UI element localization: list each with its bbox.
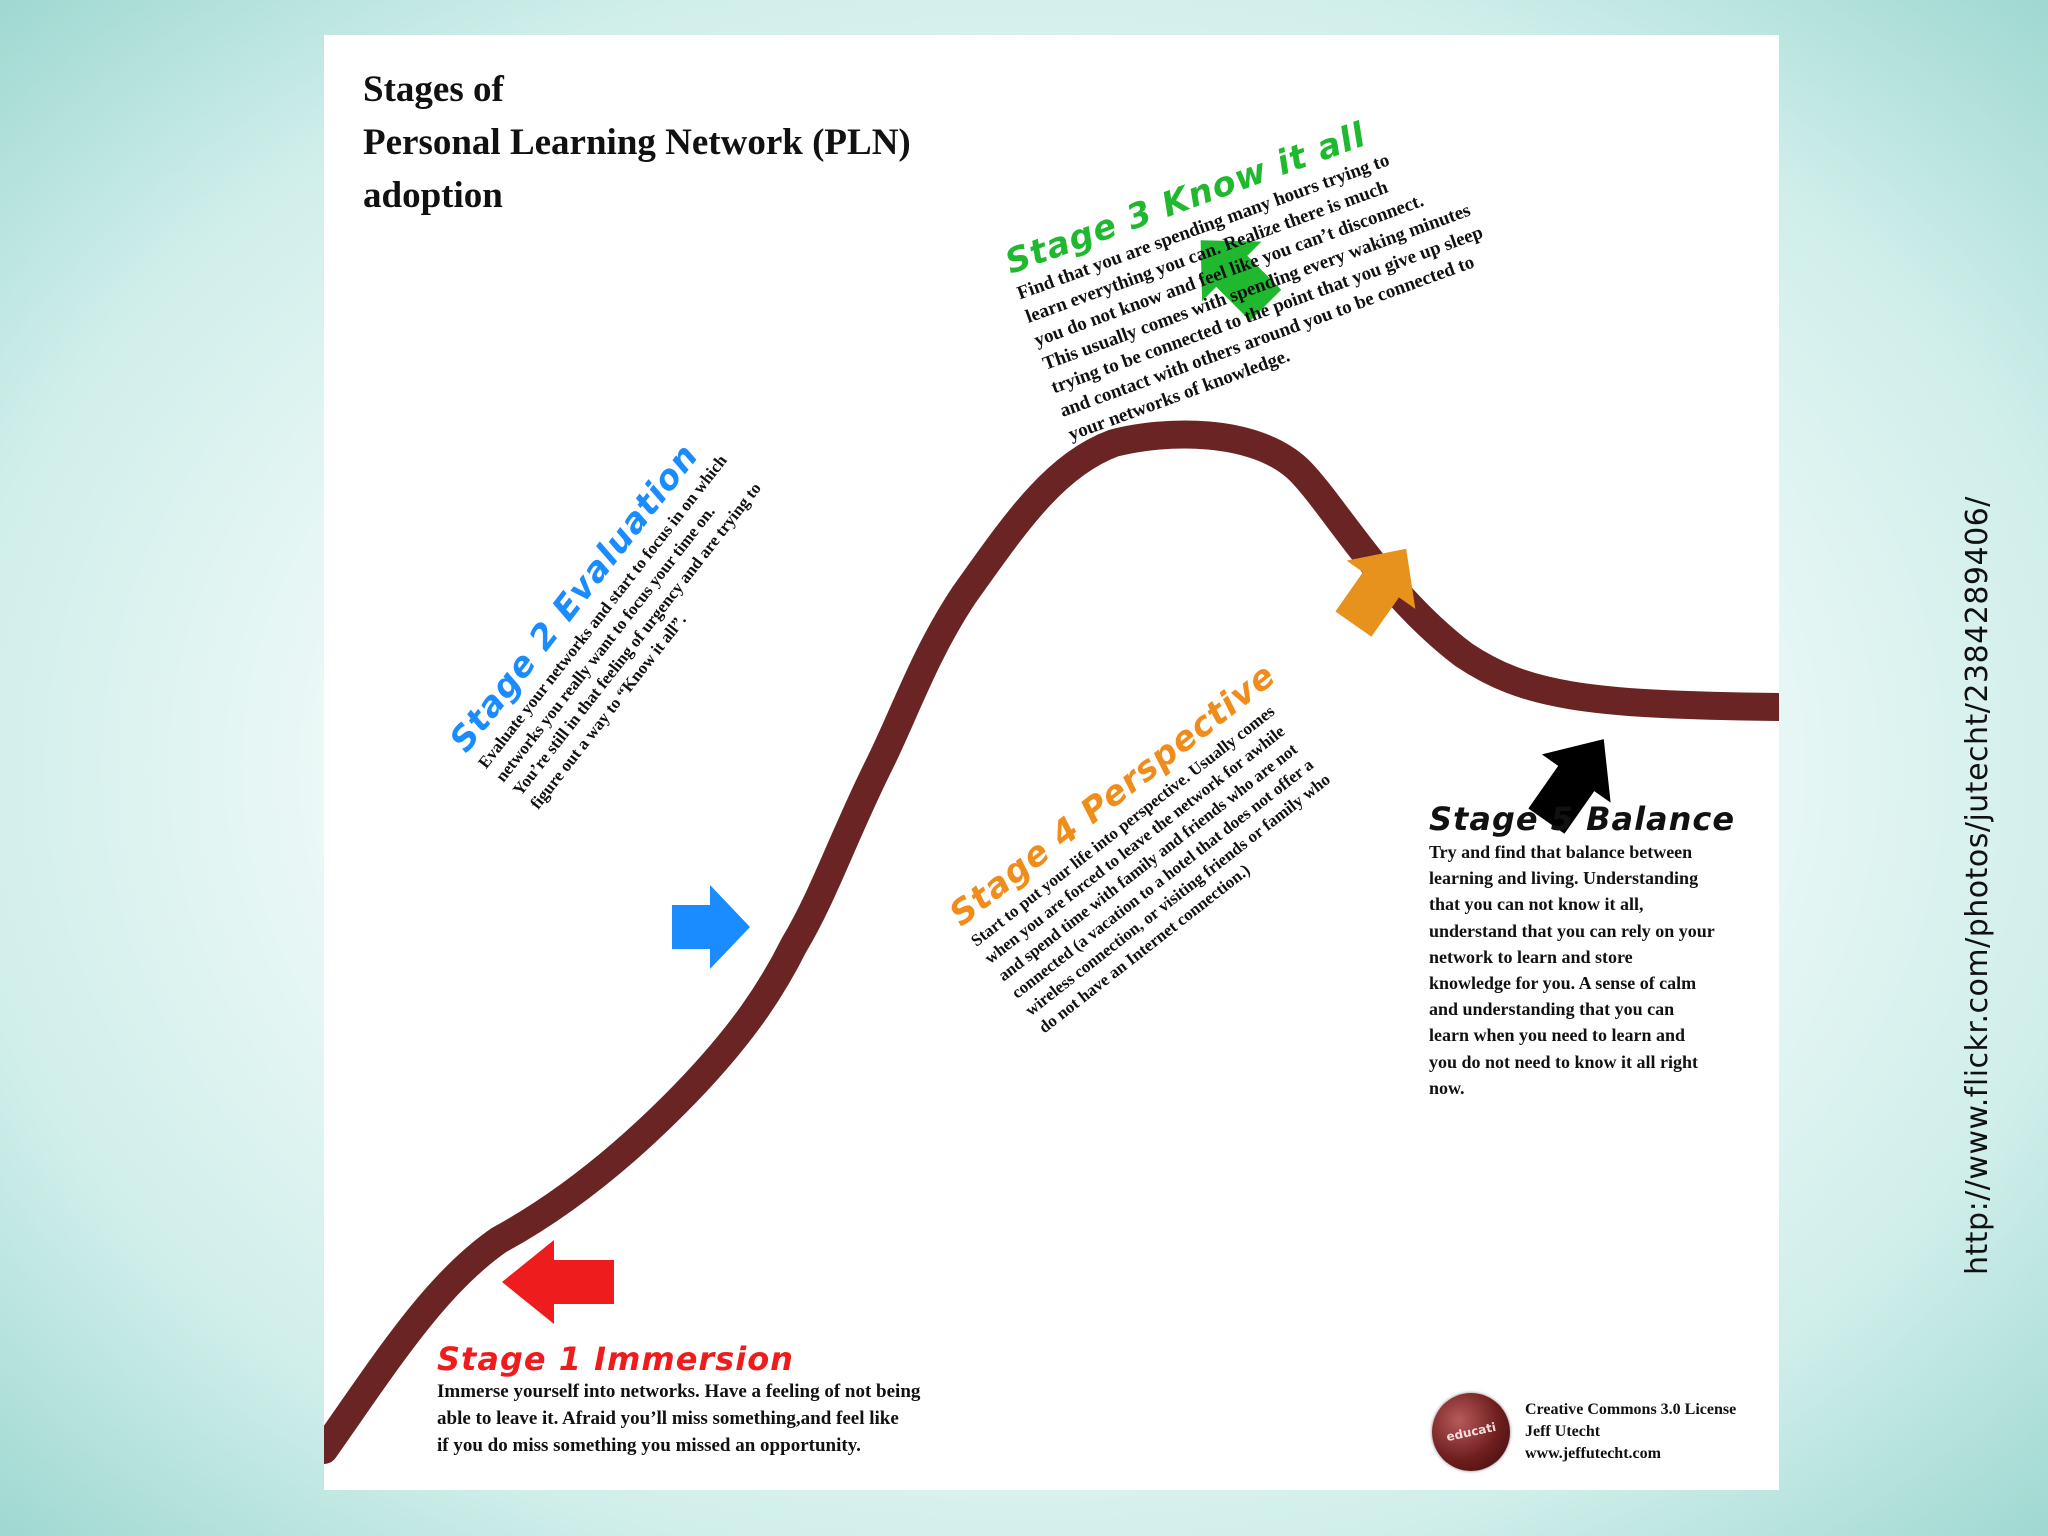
stage5-description: Try and find that balance between learni… xyxy=(1429,842,1715,1098)
stage5-block: Stage 5 Balance Try and find that balanc… xyxy=(1429,799,1779,1101)
educational-logo-icon: educati xyxy=(1432,1393,1510,1471)
stage5-arrow-icon xyxy=(1528,739,1611,834)
poster-title: Stages of Personal Learning Network (PLN… xyxy=(363,69,911,216)
adoption-curve-diagram xyxy=(324,240,1779,1464)
stage5-heading: Stage 5 Balance xyxy=(1429,800,1736,838)
stage4-arrow-icon xyxy=(1335,548,1416,637)
pln-poster: Stages of Personal Learning Network (PLN… xyxy=(324,35,1779,1490)
license-name: Creative Commons 3.0 License xyxy=(1525,1401,1737,1418)
license-text: Creative Commons 3.0 License Jeff Utecht… xyxy=(1525,1399,1736,1465)
stage1-description: Immerse yourself into networks. Have a f… xyxy=(437,1381,921,1456)
license-author: Jeff Utecht xyxy=(1525,1423,1601,1440)
stage1-heading: Stage 1 Immersion xyxy=(437,1340,794,1378)
stage1-block: Stage 1 Immersion Immerse yourself into … xyxy=(437,1340,1037,1459)
source-url: http://www.flickr.com/photos/jutecht/238… xyxy=(1960,496,1995,1275)
stage1-arrow-icon xyxy=(502,1240,614,1324)
license-website: www.jeffutecht.com xyxy=(1525,1445,1661,1462)
logo-text: educati xyxy=(1444,1419,1498,1445)
stage3-arrow-icon xyxy=(1200,240,1282,321)
license-block: educati Creative Commons 3.0 License Jef… xyxy=(1432,1393,1736,1471)
stage2-arrow-icon xyxy=(672,885,750,969)
